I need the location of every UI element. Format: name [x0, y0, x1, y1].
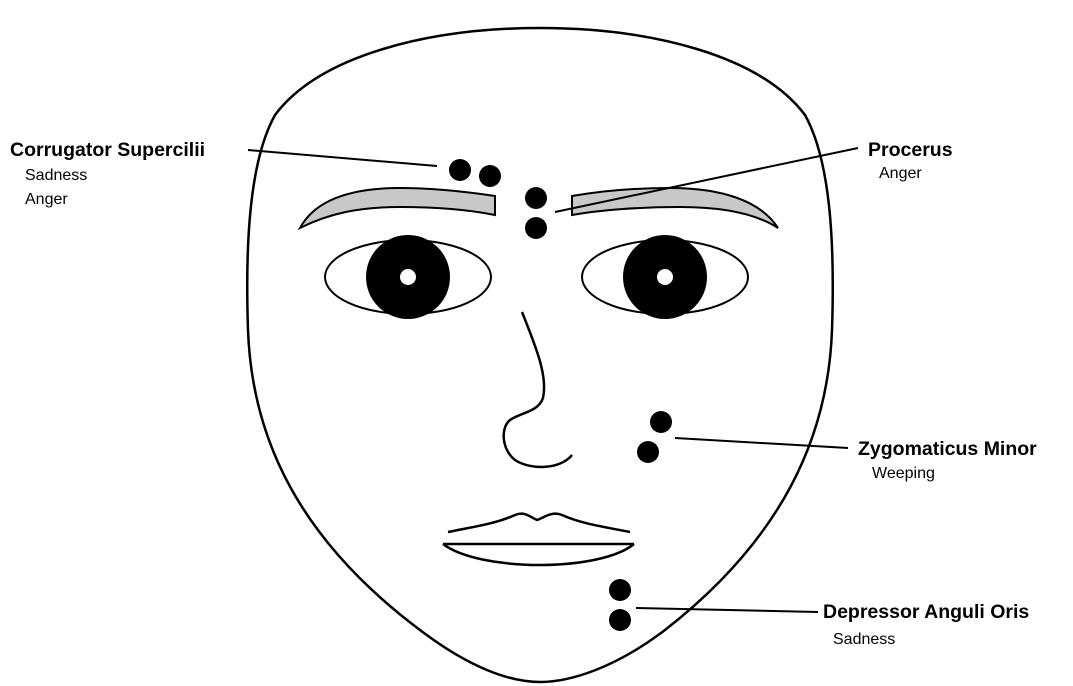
- zygomaticus-emotion-weeping: Weeping: [872, 465, 935, 483]
- corrugator-marker: [449, 159, 471, 181]
- procerus-label: Procerus: [868, 139, 953, 162]
- corrugator-emotion-anger: Anger: [25, 191, 68, 209]
- procerus-emotion-anger: Anger: [879, 165, 922, 183]
- depressor-marker: [609, 609, 631, 631]
- zygomaticus-minor-label: Zygomaticus Minor: [858, 438, 1037, 461]
- depressor-emotion-sadness: Sadness: [833, 631, 895, 649]
- zygomaticus-marker: [650, 411, 672, 433]
- depressor-anguli-oris-label: Depressor Anguli Oris: [823, 601, 1029, 624]
- face-outline: [247, 28, 833, 682]
- procerus-marker: [525, 217, 547, 239]
- depressor-marker: [609, 579, 631, 601]
- corrugator-supercilii-label: Corrugator Supercilii: [10, 139, 205, 162]
- zygomaticus-marker: [637, 441, 659, 463]
- corrugator-marker: [479, 165, 501, 187]
- corrugator-emotion-sadness: Sadness: [25, 167, 87, 185]
- procerus-marker: [525, 187, 547, 209]
